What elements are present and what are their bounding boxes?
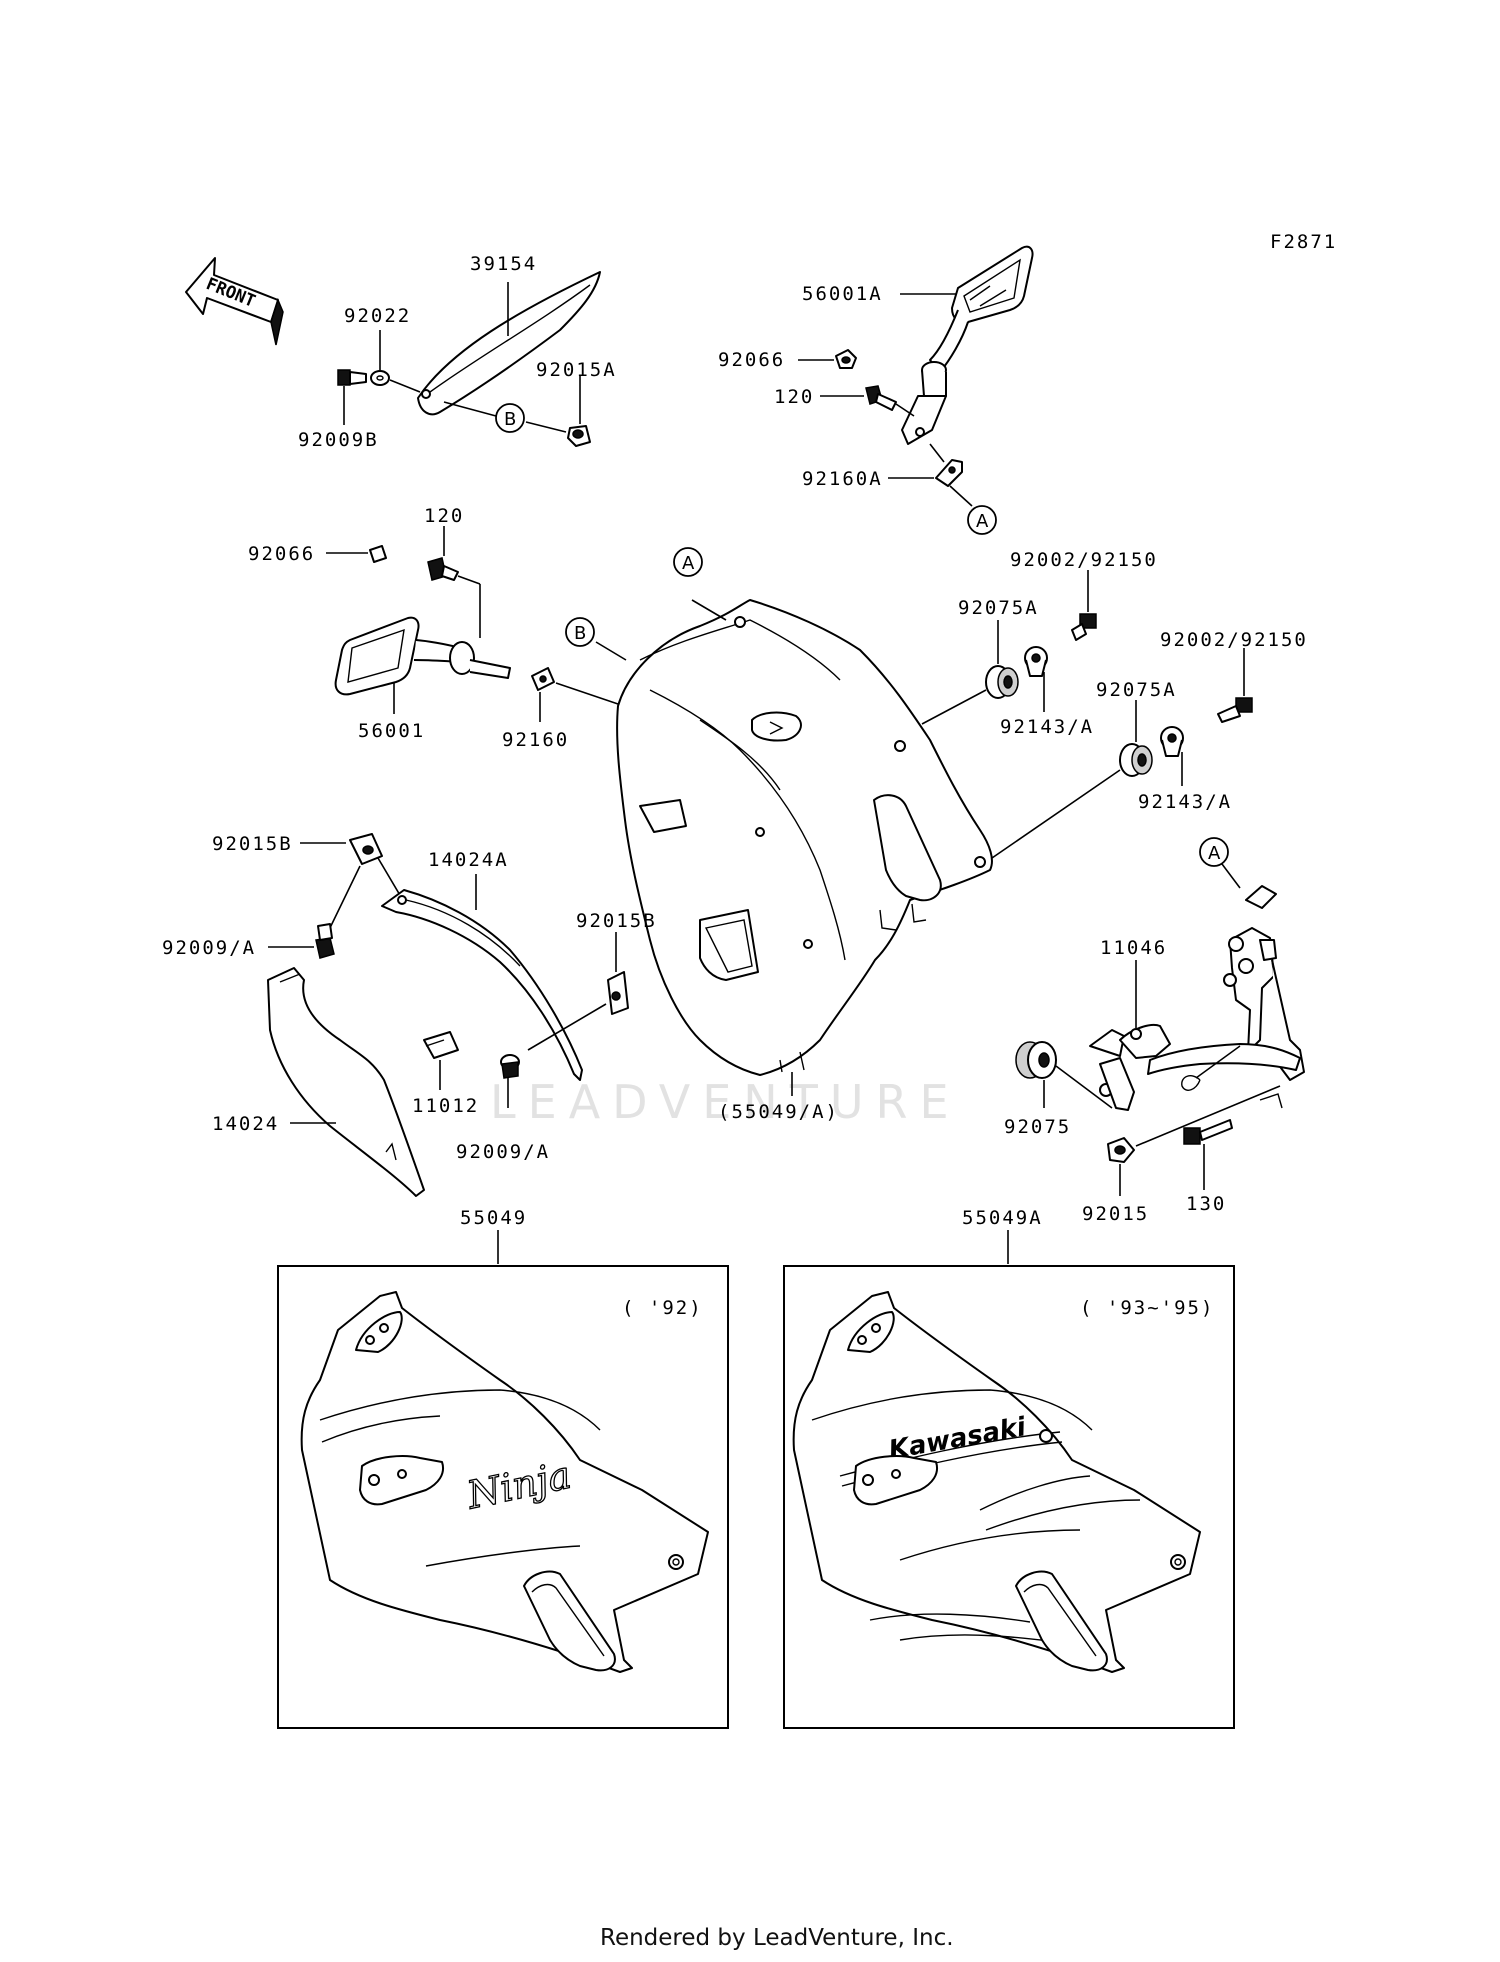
label-120-top: 120 [774,386,814,408]
part-39154-cover [417,271,601,416]
inset-55049a-years: ( '93~'95) [1080,1297,1214,1319]
label-92009a-2: 92009/A [456,1141,550,1163]
label-120-left: 120 [424,505,464,527]
grommet-92075 [1015,1041,1057,1079]
label-56001: 56001 [358,720,425,742]
label-11046: 11046 [1100,937,1167,959]
label-92075: 92075 [1004,1116,1071,1138]
figure-code: F2871 [1270,231,1337,253]
clip-11012 [423,1031,459,1059]
label-92066-left: 92066 [248,543,315,565]
part-14024a [381,889,583,1081]
callout-b-mid: B [565,617,595,647]
grommet-92075a-1 [985,665,1019,699]
bolt-92009a-1 [315,923,335,959]
label-92015b-1: 92015B [212,833,293,855]
label-39154: 39154 [470,253,537,275]
plate-92160 [531,667,555,691]
bracket-11046 [1089,885,1305,1111]
collar-92143-2 [1160,726,1184,757]
grommet-92075a-2 [1119,743,1153,777]
bolt-92002-2 [1217,697,1253,723]
label-92015a: 92015A [536,359,617,381]
label-92075a-1: 92075A [958,597,1039,619]
label-92066-top: 92066 [718,349,785,371]
callout-a-mid: A [673,547,703,577]
callout-b-top: B [495,403,525,433]
bolt-120-top [865,385,897,411]
upper-fairing [616,599,993,1076]
label-55049a: 55049A [962,1207,1043,1229]
svg-text:A: A [976,511,989,532]
front-arrow-icon: FRONT [185,257,284,346]
callout-a-bracket: A [1199,837,1229,867]
bolt-92009b [337,369,367,386]
mirror-56001 [334,616,511,696]
label-92002-2: 92002/92150 [1160,629,1308,651]
label-14024: 14024 [212,1113,279,1135]
label-92015b-2: 92015B [576,910,657,932]
part-14024 [267,967,425,1197]
plate-92160a [935,459,963,487]
label-92143-2: 92143/A [1138,791,1232,813]
nut-92015b-2 [607,971,629,1015]
svg-text:A: A [682,553,695,574]
bolt-130 [1183,1119,1233,1145]
label-56001a: 56001A [802,283,883,305]
inset-55049-years: ( '92) [622,1297,703,1319]
watermark-text: LEADVENTURE [490,1075,961,1129]
label-92143-1: 92143/A [1000,716,1094,738]
label-92002-1: 92002/92150 [1010,549,1158,571]
cap-92066-left [369,545,387,563]
collar-92143-1 [1024,646,1048,677]
label-130: 130 [1186,1193,1226,1215]
label-92022: 92022 [344,305,411,327]
nut-92015 [1107,1137,1135,1163]
bolt-92002-1 [1071,613,1097,641]
label-14024a: 14024A [428,849,509,871]
label-55049a-paren: (55049/A) [718,1101,839,1123]
inset-55049a: ( '93~'95) Kawasaki [783,1265,1235,1729]
label-92009a-1: 92009/A [162,937,256,959]
label-92015: 92015 [1082,1203,1149,1225]
mirror-56001a [901,245,1034,445]
nut-92015b-1 [349,833,383,865]
label-92009b: 92009B [298,429,379,451]
bolt-120-left [427,557,459,581]
label-11012: 11012 [412,1095,479,1117]
svg-text:A: A [1208,843,1221,864]
svg-text:B: B [504,409,516,430]
label-92075a-2: 92075A [1096,679,1177,701]
callout-a-top: A [967,505,997,535]
label-92160a: 92160A [802,468,883,490]
cap-92066-top [835,349,857,369]
footer-credit: Rendered by LeadVenture, Inc. [600,1925,954,1951]
bolt-92009a-2 [500,1054,520,1079]
nut-92015a [567,425,591,447]
svg-text:B: B [574,623,586,644]
label-55049: 55049 [460,1207,527,1229]
label-92160: 92160 [502,729,569,751]
inset-55049: ( '92) Ninja [277,1265,729,1729]
washer-92022 [370,370,390,386]
